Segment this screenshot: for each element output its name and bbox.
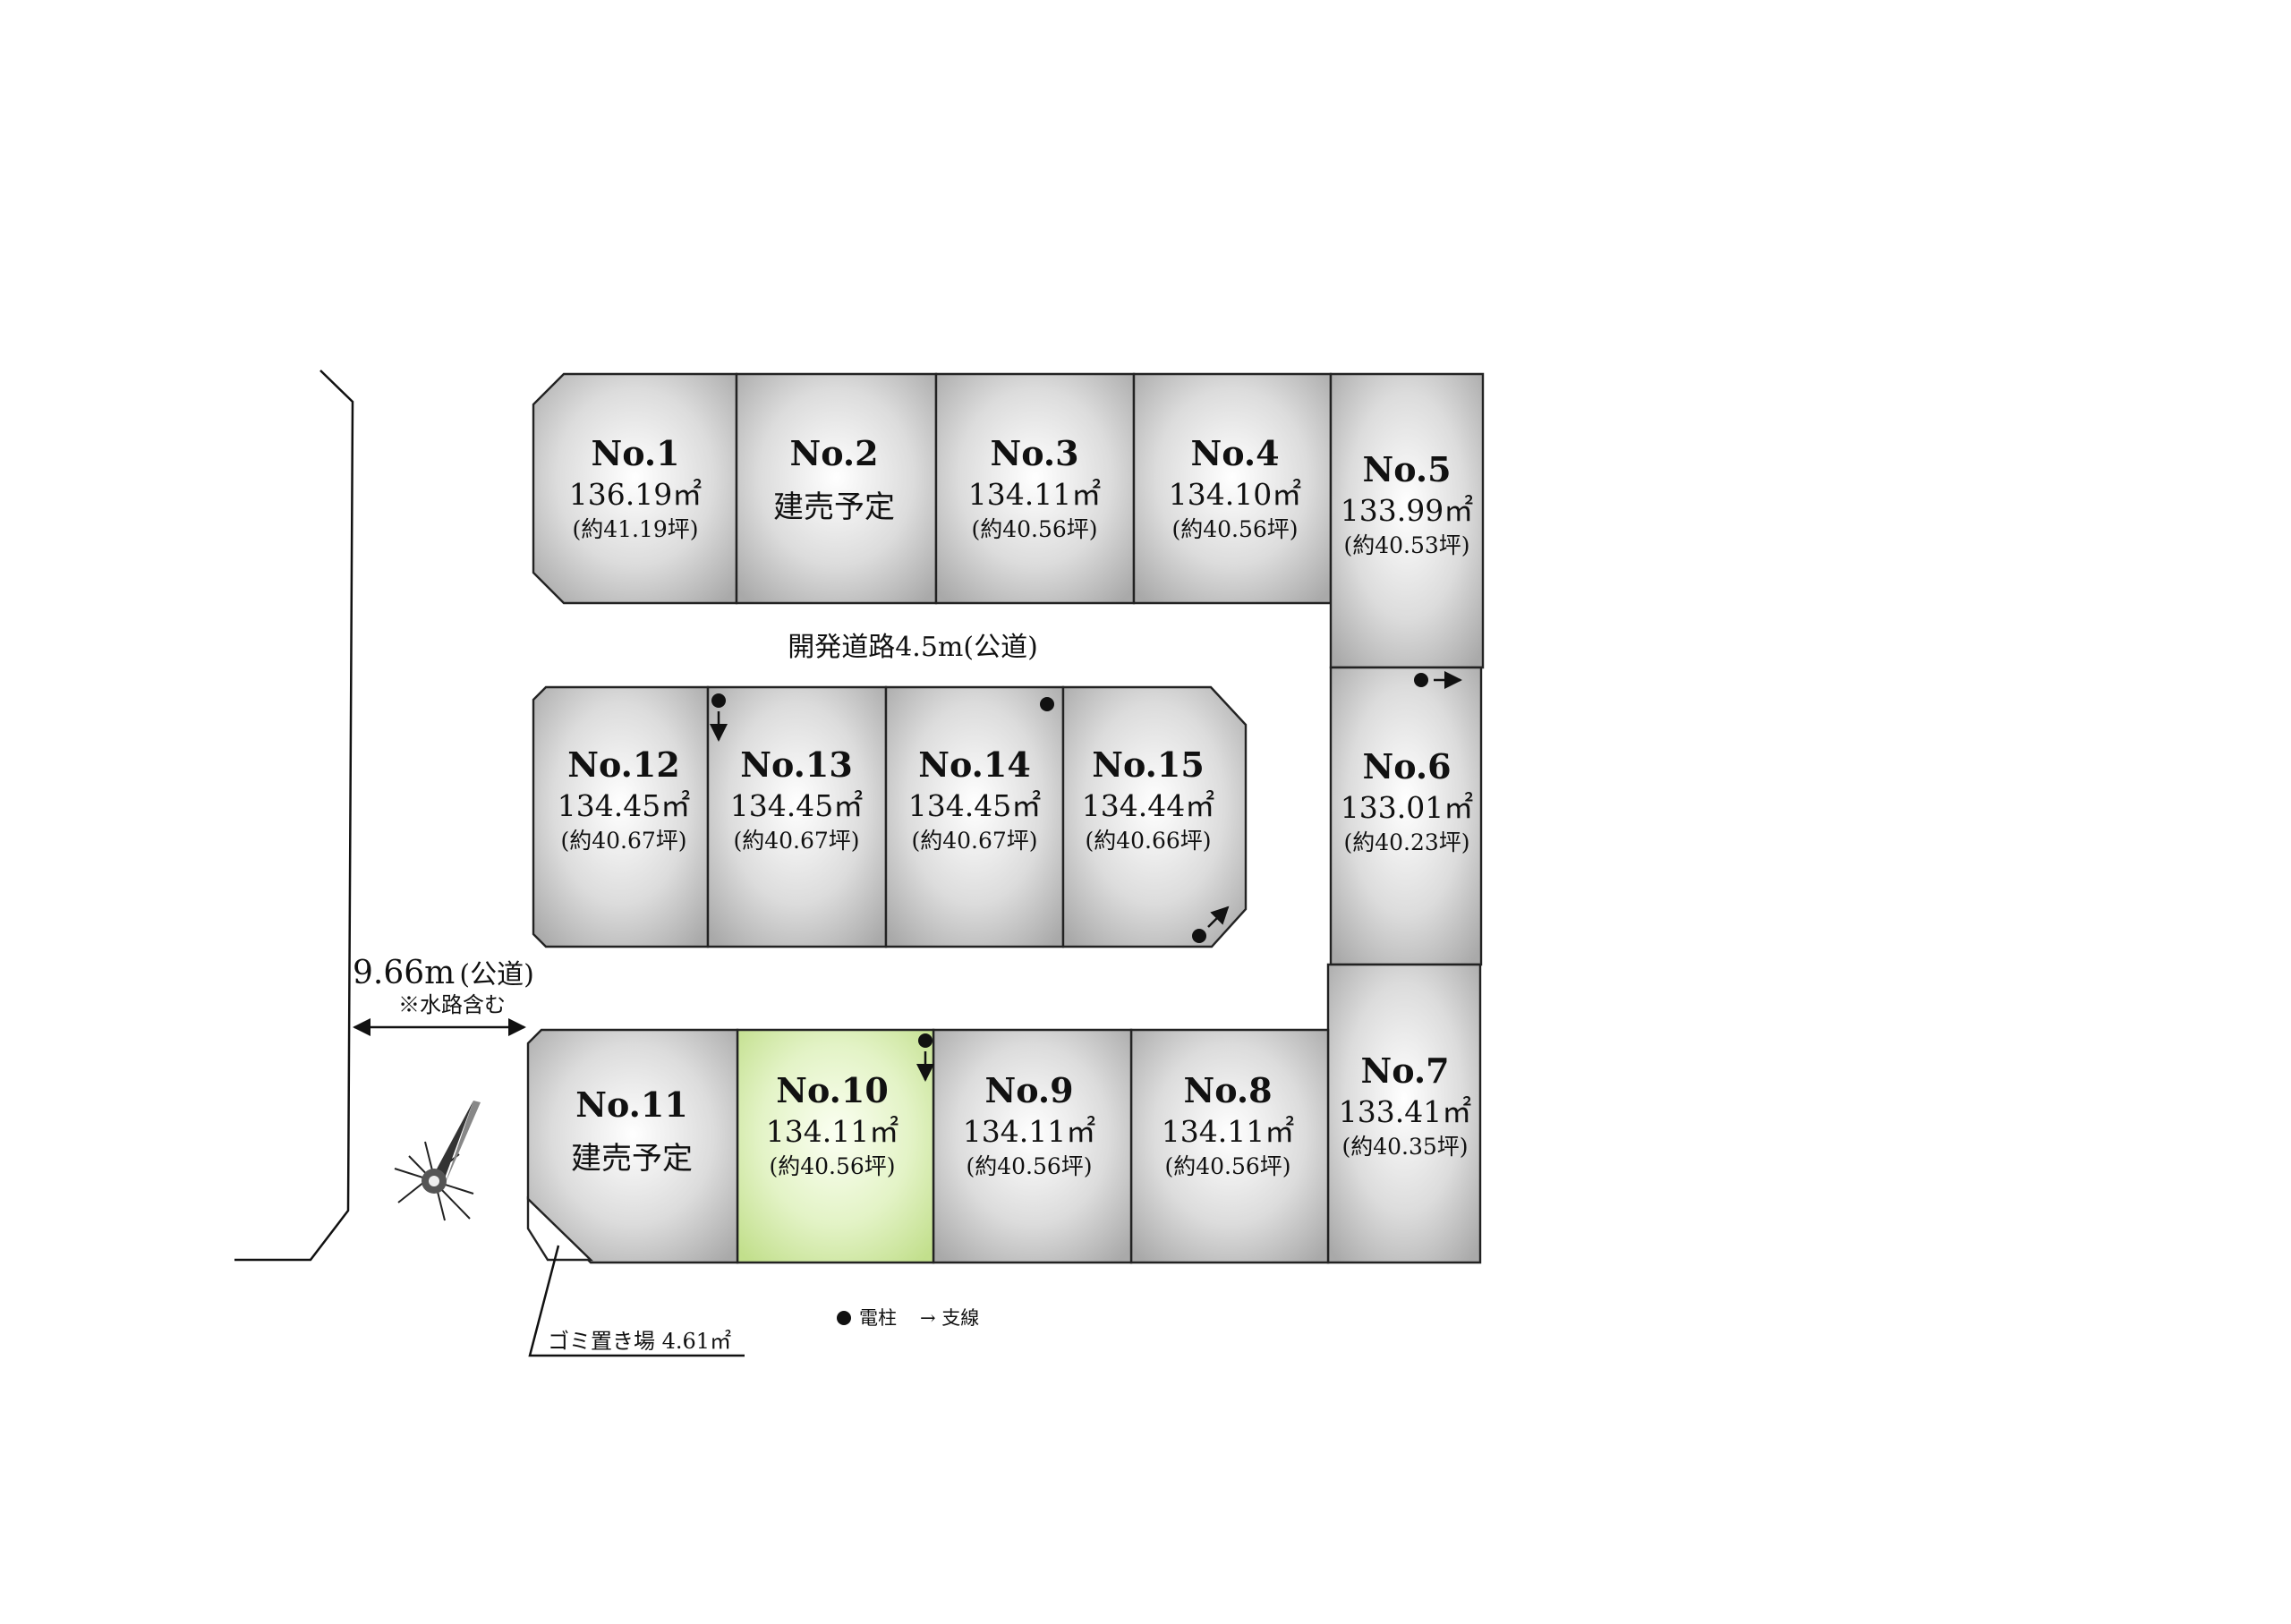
north-arrow-compass-icon xyxy=(394,1101,481,1221)
lot-8: No.8 134.11㎡ (約40.56坪) xyxy=(1129,1028,1330,1264)
lot-5: No.5 133.99㎡ (約40.53坪) xyxy=(1329,372,1485,669)
garbage-area xyxy=(526,1196,593,1262)
lot-9: No.9 134.11㎡ (約40.56坪) xyxy=(932,1028,1133,1264)
lot-tsubo: (約40.56坪) xyxy=(769,1153,895,1179)
lot-area: 133.99㎡ xyxy=(1341,493,1473,528)
lot-4: No.4 134.10㎡ (約40.56坪) xyxy=(1132,372,1333,605)
lot-area: 133.41㎡ xyxy=(1339,1094,1471,1129)
lot-tsubo: (約40.56坪) xyxy=(1164,1153,1290,1179)
public-road-width: 9.66m xyxy=(353,955,455,991)
lots-group: No.1 136.19㎡ (約41.19坪) No.2 建売予定 No.3 134.11㎡ (… xyxy=(526,372,1485,1264)
lot-number: No.12 xyxy=(567,744,680,785)
lot-number: No.7 xyxy=(1360,1050,1449,1091)
lot-number: No.15 xyxy=(1092,744,1205,785)
garbage-label: ゴミ置き場 4.61㎡ xyxy=(548,1329,731,1354)
lot-note: 建売予定 xyxy=(571,1141,693,1177)
lot-area: 134.11㎡ xyxy=(963,1114,1095,1149)
legend-pole-icon xyxy=(837,1311,851,1325)
guy-wire-arrow-icon xyxy=(1207,906,1230,928)
lot-tsubo: (約40.23坪) xyxy=(1343,829,1469,855)
lot-5-shape xyxy=(1329,372,1485,669)
legend: 電柱 → 支線 xyxy=(837,1307,979,1329)
lot-tsubo: (約41.19坪) xyxy=(572,516,698,542)
lot-area: 136.19㎡ xyxy=(569,477,702,512)
lot-note: 建売予定 xyxy=(773,489,895,525)
utility-pole-dot-icon xyxy=(1414,673,1428,687)
legend-pole-label: 電柱 xyxy=(859,1307,897,1329)
lot-11: No.11 建売予定 xyxy=(526,1028,739,1264)
lot-number: No.8 xyxy=(1183,1070,1272,1110)
lot-tsubo: (約40.56坪) xyxy=(966,1153,1092,1179)
lot-tsubo: (約40.56坪) xyxy=(971,516,1097,542)
lot-number: No.4 xyxy=(1190,433,1279,473)
lot-tsubo: (約40.67坪) xyxy=(560,828,686,854)
utility-pole-dot-icon xyxy=(1192,929,1206,943)
lot-15-shape xyxy=(1061,685,1248,948)
lot-area: 134.11㎡ xyxy=(1162,1114,1294,1149)
lot-number: No.3 xyxy=(990,433,1078,473)
lot-3: No.3 134.11㎡ (約40.56坪) xyxy=(934,372,1136,605)
lot-2-shape xyxy=(735,372,938,605)
lot-number: No.9 xyxy=(984,1070,1073,1110)
lot-area: 134.11㎡ xyxy=(766,1114,899,1149)
lot-tsubo: (約40.35坪) xyxy=(1341,1134,1468,1160)
lot-tsubo: (約40.67坪) xyxy=(733,828,859,854)
lot-11-shape xyxy=(526,1028,739,1264)
lot-number: No.11 xyxy=(575,1084,688,1125)
lot-area: 134.45㎡ xyxy=(908,788,1041,823)
lot-tsubo: (約40.53坪) xyxy=(1343,532,1469,558)
lot-tsubo: (約40.67坪) xyxy=(911,828,1037,854)
utility-pole-dot-icon xyxy=(711,693,726,708)
lot-number: No.14 xyxy=(918,744,1031,785)
lot-area: 134.45㎡ xyxy=(730,788,863,823)
lot-number: No.6 xyxy=(1362,746,1451,786)
public-road-boundary xyxy=(234,370,354,1262)
utility-pole-dot-icon xyxy=(1040,697,1054,711)
lot-2: No.2 建売予定 xyxy=(735,372,938,605)
development-road-label: 開発道路4.5m(公道) xyxy=(788,632,1038,663)
lot-tsubo: (約40.66坪) xyxy=(1085,828,1211,854)
lot-10: No.10 134.11㎡ (約40.56坪) xyxy=(736,1028,935,1264)
lot-area: 134.45㎡ xyxy=(558,788,690,823)
lot-number: No.13 xyxy=(740,744,853,785)
lot-area: 133.01㎡ xyxy=(1341,790,1473,825)
lot-number: No.1 xyxy=(591,433,679,473)
lot-area: 134.10㎡ xyxy=(1169,477,1301,512)
lot-area: 134.11㎡ xyxy=(968,477,1101,512)
waterway-note: ※水路含む xyxy=(398,992,506,1017)
lot-number: No.10 xyxy=(776,1070,889,1110)
lot-1: No.1 136.19㎡ (約41.19坪) xyxy=(532,372,738,605)
lot-6: No.6 133.01㎡ (約40.23坪) xyxy=(1329,666,1483,966)
lot-tsubo: (約40.56坪) xyxy=(1171,516,1298,542)
public-road-suffix: (公道) xyxy=(459,959,533,991)
utility-poles xyxy=(710,671,1462,1082)
utility-pole-dot-icon xyxy=(918,1033,933,1048)
garbage-callout-leader xyxy=(528,1245,745,1357)
public-road-width-label: 9.66m (公道) xyxy=(353,955,534,991)
lot-area: 134.44㎡ xyxy=(1082,788,1214,823)
legend-guy-wire-label: → 支線 xyxy=(920,1307,979,1329)
lot-number: No.2 xyxy=(789,433,878,473)
lot-number: No.5 xyxy=(1362,449,1451,489)
